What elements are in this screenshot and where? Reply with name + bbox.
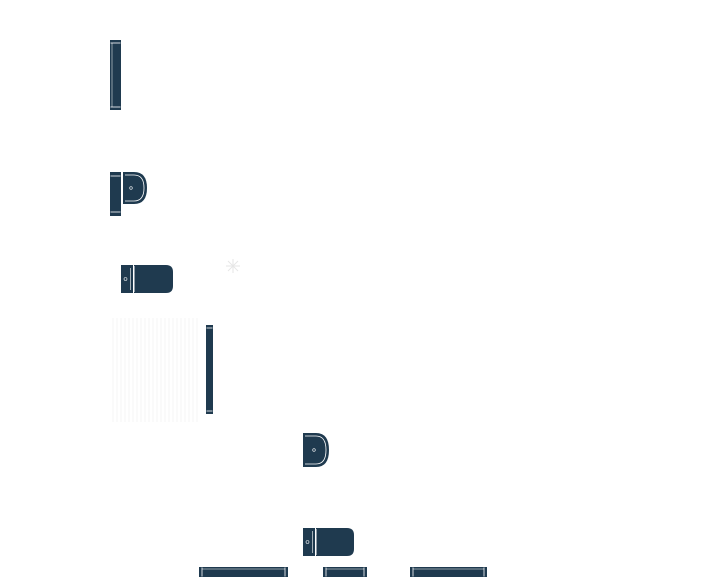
washbasin-icon xyxy=(303,433,329,467)
wall-panel-icon xyxy=(110,40,121,110)
wall-panel-icon xyxy=(199,567,288,577)
toilet-icon xyxy=(303,528,354,556)
washbasin-icon xyxy=(110,172,147,216)
hatch-pattern-icon xyxy=(112,318,198,422)
snowflake-icon xyxy=(226,259,240,273)
toilet-icon xyxy=(121,265,173,293)
wall-panel-icon xyxy=(323,567,367,577)
wall-panel-icon xyxy=(410,567,487,577)
wall-panel-icon xyxy=(206,325,213,414)
